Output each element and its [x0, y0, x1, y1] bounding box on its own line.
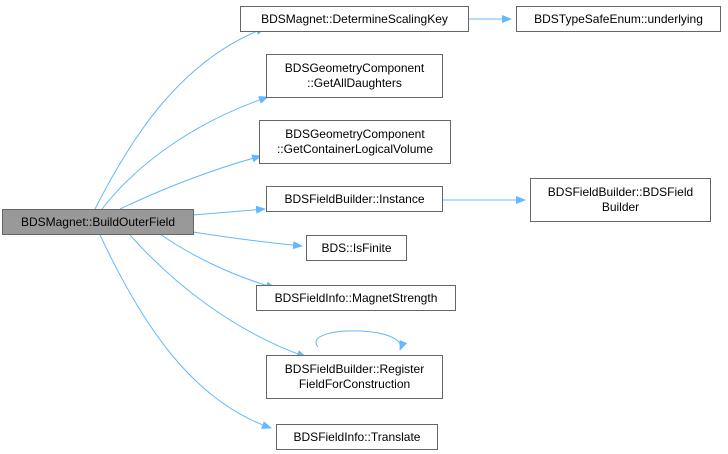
node-register-field-for-construction[interactable]: BDSFieldBuilder::Register FieldForConstr…: [266, 355, 443, 399]
edge-root-determine-scaling-key: [94, 27, 266, 210]
node-magnet-strength[interactable]: BDSFieldInfo::MagnetStrength: [256, 285, 456, 311]
node-label-line: BDSFieldBuilder::Instance: [284, 191, 425, 206]
node-label-line: BDSTypeSafeEnum::underlying: [534, 11, 703, 26]
edge-root-instance: [192, 205, 266, 216]
node-field-info-translate[interactable]: BDSFieldInfo::Translate: [276, 424, 438, 450]
node-label-line: BDSFieldInfo::Translate: [293, 429, 421, 444]
node-get-all-daughters[interactable]: BDSGeometryComponent ::GetAllDaughters: [266, 54, 443, 98]
node-label-line: BDSFieldInfo::MagnetStrength: [274, 290, 438, 305]
node-label-line: FieldForConstruction: [298, 377, 411, 391]
node-label-line: BDSGeometryComponent: [285, 127, 425, 141]
node-label-line: BDSFieldBuilder::BDSField: [547, 185, 694, 199]
edge-root-translate: [99, 234, 272, 429]
edge-root-get-all-daughters: [101, 96, 269, 210]
node-determine-scaling-key[interactable]: BDSMagnet::DetermineScalingKey: [240, 6, 469, 32]
node-label-line: BDSMagnet::BuildOuterField: [20, 214, 176, 229]
edge-root-get-container-logical-volume: [119, 154, 262, 210]
node-build-outer-field: BDSMagnet::BuildOuterField: [2, 209, 194, 235]
edge-root-is-finite: [192, 231, 303, 250]
node-field-builder-instance[interactable]: BDSFieldBuilder::Instance: [266, 186, 443, 212]
node-label-line: BDSGeometryComponent: [284, 61, 425, 75]
node-field-builder-constructor[interactable]: BDSFieldBuilder::BDSField Builder: [530, 178, 711, 222]
node-type-safe-enum-underlying[interactable]: BDSTypeSafeEnum::underlying: [516, 6, 721, 32]
node-label-line: BDS::IsFinite: [321, 240, 392, 255]
node-get-container-logical-volume[interactable]: BDSGeometryComponent ::GetContainerLogic…: [259, 120, 451, 164]
node-label-line: ::GetAllDaughters: [307, 76, 402, 90]
node-label-line: Builder: [601, 200, 640, 214]
node-label-line: BDSMagnet::DetermineScalingKey: [261, 11, 448, 26]
edge-register-self-loop: [315, 330, 408, 351]
edge-root-magnet-strength: [159, 233, 276, 290]
node-is-finite[interactable]: BDS::IsFinite: [306, 235, 407, 261]
node-label-line: BDSFieldBuilder::Register: [284, 362, 425, 376]
edge-root-register-field: [129, 234, 307, 358]
node-label-line: ::GetContainerLogicalVolume: [276, 142, 434, 156]
